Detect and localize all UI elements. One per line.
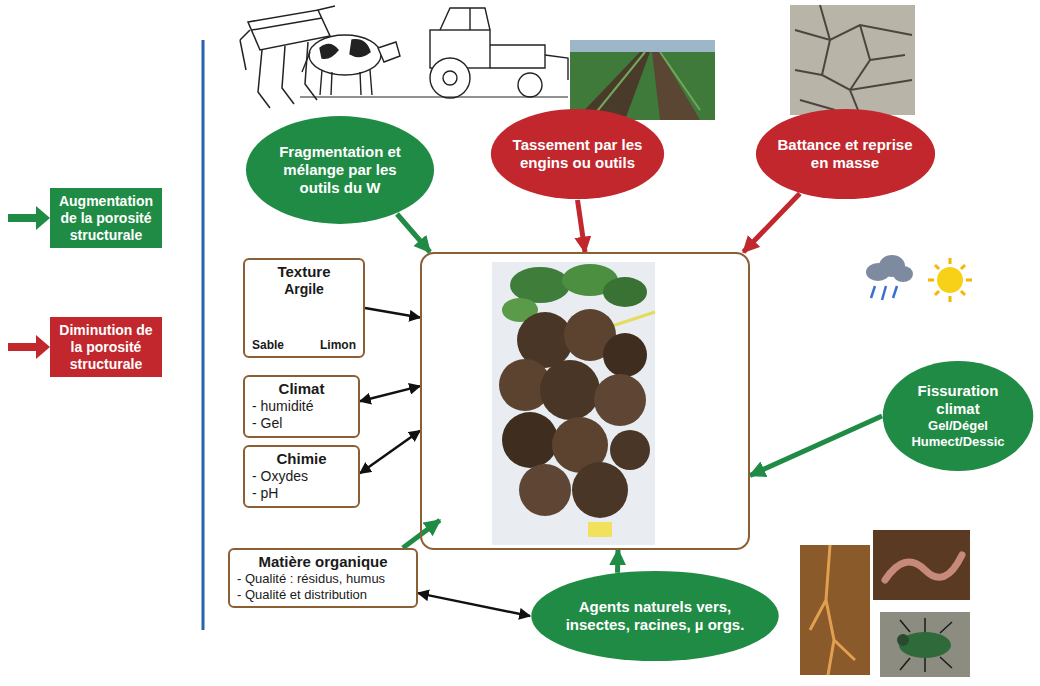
- node-text: - humidité: [252, 398, 351, 415]
- thick-arrow: [743, 194, 799, 252]
- cracked-soil-photo: [790, 5, 915, 115]
- ellipse-text-area: Tassement par les engins ou outils: [511, 136, 644, 172]
- double-arrow: [365, 308, 420, 318]
- node-text: Limon: [320, 338, 356, 352]
- factor-box: Matière organique- Qualité : résidus, hu…: [228, 548, 418, 608]
- ellipse-text-area: Fissuration climatGel/DégelHumect/Dessic: [902, 382, 1014, 449]
- weather-icons: [866, 255, 972, 302]
- increase-ellipse: Agents naturels vers, insectes, racines,…: [530, 570, 780, 662]
- node-title: Tassement par les engins ou outils: [511, 136, 644, 172]
- legend-text: Augmentation de la porosité structurale: [56, 193, 156, 243]
- node-title: Battance et reprise en masse: [776, 136, 914, 172]
- legend-text: Diminution de la porosité structurale: [56, 322, 156, 372]
- node-title: Matière organique: [237, 553, 409, 571]
- soil-sample-photo: [492, 262, 655, 545]
- increase-ellipse: Fragmentation et mélange par les outils …: [245, 115, 435, 225]
- legend-swatch: Diminution de la porosité structurale: [50, 317, 162, 377]
- double-arrow: [360, 386, 420, 401]
- node-text: - Qualité et distribution: [237, 587, 409, 603]
- field-photo: [570, 40, 715, 120]
- double-arrow: [418, 593, 530, 616]
- factor-box: Climat- humidité- Gel: [243, 375, 360, 438]
- ellipse-text-area: Agents naturels vers, insectes, racines,…: [555, 598, 755, 634]
- increase-ellipse: Fissuration climatGel/DégelHumect/Dessic: [882, 360, 1034, 472]
- node-title: Chimie: [252, 450, 351, 468]
- decrease-ellipse: Tassement par les engins ou outils: [490, 108, 665, 200]
- legend-arrow: [8, 206, 50, 359]
- node-text: - Qualité : résidus, humus: [237, 571, 409, 587]
- organism-photos: [800, 530, 970, 677]
- factor-box: Chimie- Oxydes- pH: [243, 445, 360, 508]
- ellipse-text-area: Battance et reprise en masse: [776, 136, 914, 172]
- text-row: Sable Limon: [252, 338, 356, 352]
- legend-swatch: Augmentation de la porosité structurale: [50, 188, 162, 248]
- factor-box: TextureArgileSable Limon: [243, 258, 365, 358]
- node-text: - Oxydes: [252, 468, 351, 485]
- node-title: Texture: [252, 263, 356, 281]
- node-text: Sable: [252, 338, 284, 352]
- node-text: Gel/Dégel: [902, 418, 1014, 434]
- thick-arrow: [750, 416, 882, 476]
- soil-sample-box: [420, 252, 750, 550]
- double-arrow: [360, 431, 420, 473]
- node-text: - pH: [252, 485, 351, 502]
- ellipse-text-area: Fragmentation et mélange par les outils …: [266, 143, 414, 197]
- node-title: Climat: [252, 380, 351, 398]
- node-text: Humect/Dessic: [902, 434, 1014, 450]
- node-text: Argile: [252, 281, 356, 298]
- node-title: Fragmentation et mélange par les outils …: [266, 143, 414, 197]
- thick-arrow: [615, 550, 621, 573]
- thick-arrow: [397, 214, 430, 252]
- divider-line: [202, 40, 205, 630]
- node-text: - Gel: [252, 415, 351, 432]
- node-title: Agents naturels vers, insectes, racines,…: [555, 598, 755, 634]
- cow-tractor-drawing: [300, 8, 568, 98]
- node-title: Fissuration climat: [902, 382, 1014, 418]
- thick-arrow: [578, 200, 586, 252]
- decrease-ellipse: Battance et reprise en masse: [755, 108, 936, 200]
